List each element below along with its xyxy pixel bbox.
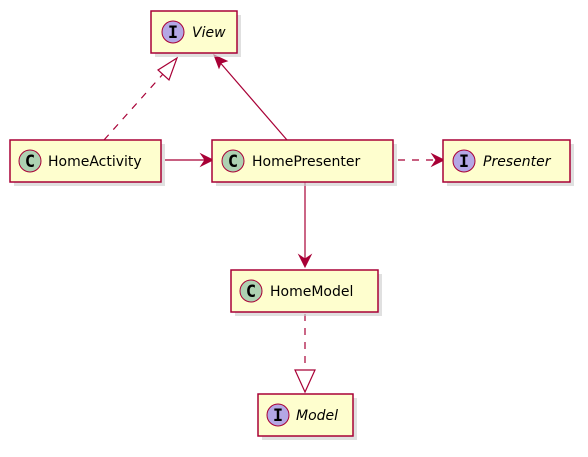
class-glyph: C bbox=[25, 152, 35, 172]
node-homeactivity[interactable]: C HomeActivity bbox=[9, 139, 165, 186]
node-model[interactable]: I Model bbox=[257, 393, 357, 440]
node-view-label: View bbox=[192, 25, 226, 41]
interface-glyph: I bbox=[168, 23, 178, 43]
hollow-triangle-arrowhead bbox=[157, 56, 179, 82]
edge-homepresenter-depends-presenter bbox=[398, 152, 446, 168]
node-presenter-label: Presenter bbox=[483, 154, 552, 170]
filled-arrowhead bbox=[297, 253, 313, 269]
edge-homepresenter-to-homemodel bbox=[297, 181, 313, 269]
node-view[interactable]: I View bbox=[150, 10, 241, 57]
class-icon bbox=[18, 149, 42, 173]
class-glyph: C bbox=[246, 282, 256, 302]
class-icon bbox=[221, 149, 245, 173]
edge-homepresenter-to-view bbox=[213, 54, 288, 141]
edge-homeactivity-realizes-view bbox=[103, 56, 179, 141]
interface-glyph: I bbox=[273, 406, 283, 426]
filled-arrowhead bbox=[213, 54, 229, 70]
node-homepresenter-label: HomePresenter bbox=[252, 154, 360, 170]
class-icon bbox=[239, 279, 263, 303]
filled-arrowhead bbox=[199, 152, 215, 168]
node-model-label: Model bbox=[296, 408, 338, 424]
node-homepresenter[interactable]: C HomePresenter bbox=[211, 139, 397, 186]
node-homemodel[interactable]: C HomeModel bbox=[230, 269, 382, 316]
node-presenter[interactable]: I Presenter bbox=[442, 139, 574, 186]
hollow-triangle-arrowhead bbox=[294, 369, 316, 394]
interface-glyph: I bbox=[459, 152, 469, 172]
node-homeactivity-label: HomeActivity bbox=[48, 154, 142, 170]
class-glyph: C bbox=[228, 152, 238, 172]
edge-homemodel-realizes-model bbox=[294, 314, 316, 394]
interface-icon bbox=[452, 149, 476, 173]
interface-icon bbox=[266, 403, 290, 427]
node-homemodel-label: HomeModel bbox=[270, 284, 353, 300]
edge-homeactivity-to-homepresenter bbox=[165, 152, 215, 168]
interface-icon bbox=[161, 20, 185, 44]
filled-arrowhead bbox=[430, 152, 446, 168]
